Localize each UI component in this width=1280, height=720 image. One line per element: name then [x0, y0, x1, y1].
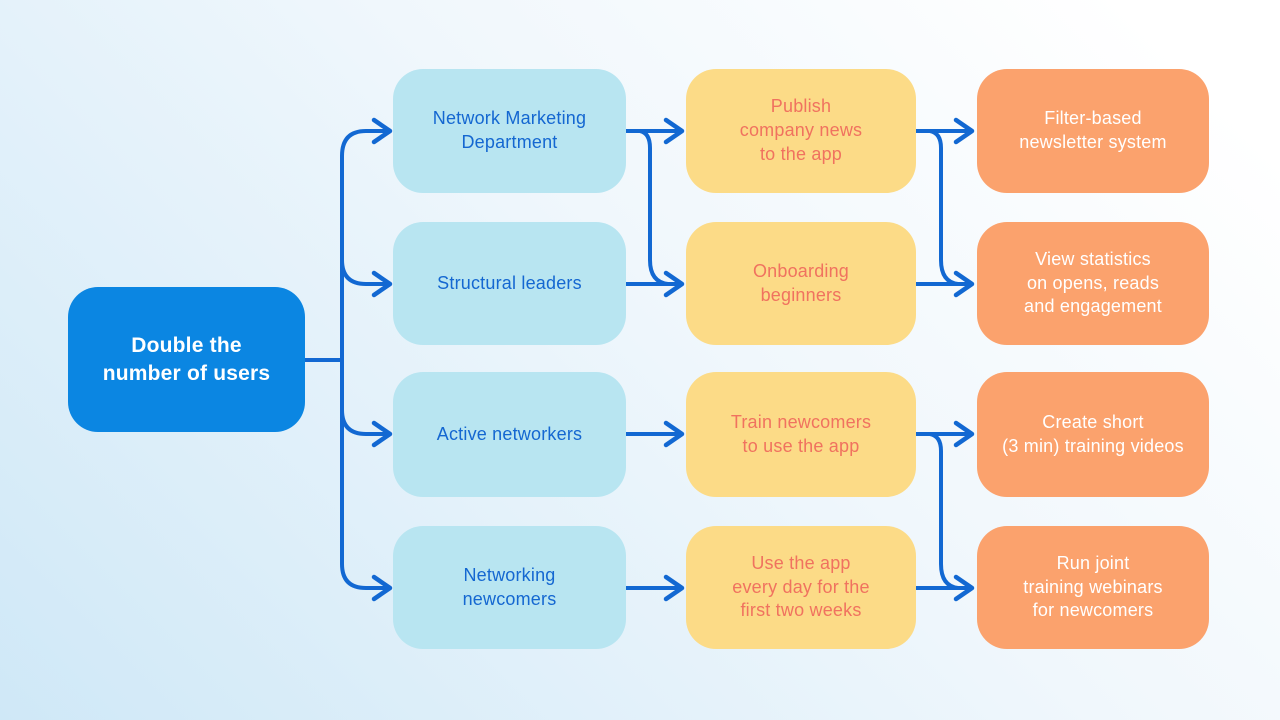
node-root-goal-label: Double the number of users [102, 333, 271, 385]
node-networking-newcomers: Networking newcomers [393, 526, 626, 649]
connector-root-to-audience-4 [340, 360, 393, 602]
node-label: Structural leaders [437, 272, 582, 293]
node-onboarding-beginners: Onboarding beginners [686, 222, 916, 345]
node-label: Run joint training webinars for newcomer… [1023, 552, 1163, 621]
connector-publish-to-stats [929, 129, 959, 286]
connector-root-to-audience-1 [340, 117, 393, 360]
node-training-videos: Create short (3 min) training videos [977, 372, 1209, 497]
node-root-goal: Double the number of users [68, 287, 305, 432]
node-joint-webinars: Run joint training webinars for newcomer… [977, 526, 1209, 649]
node-use-app-daily: Use the app every day for the first two … [686, 526, 916, 649]
node-publish-company-news: Publish company news to the app [686, 69, 916, 193]
connector-nmd-to-onboarding [639, 129, 669, 286]
node-network-marketing-department: Network Marketing Department [393, 69, 626, 193]
node-train-newcomers: Train newcomers to use the app [686, 372, 916, 497]
node-view-statistics: View statistics on opens, reads and enga… [977, 222, 1209, 345]
node-structural-leaders: Structural leaders [393, 222, 626, 345]
node-label: Filter-based newsletter system [1019, 108, 1167, 152]
node-label: Active networkers [436, 423, 583, 444]
node-label: Networking newcomers [462, 564, 557, 609]
node-label: Network Marketing Department [432, 108, 587, 152]
node-label: Use the app every day for the first two … [732, 552, 870, 621]
node-label: Onboarding beginners [752, 260, 850, 305]
node-label: Train newcomers to use the app [730, 411, 872, 456]
connector-root-to-audience-2 [340, 259, 393, 298]
node-label: Publish company news to the app [739, 96, 863, 164]
node-filter-based-newsletter: Filter-based newsletter system [977, 69, 1209, 193]
connector-root-to-audience-3 [340, 409, 393, 448]
node-active-networkers: Active networkers [393, 372, 626, 497]
node-label: Create short (3 min) training videos [1002, 411, 1184, 456]
connector-train-to-webinars [929, 432, 959, 590]
node-label: View statistics on opens, reads and enga… [1024, 248, 1162, 317]
